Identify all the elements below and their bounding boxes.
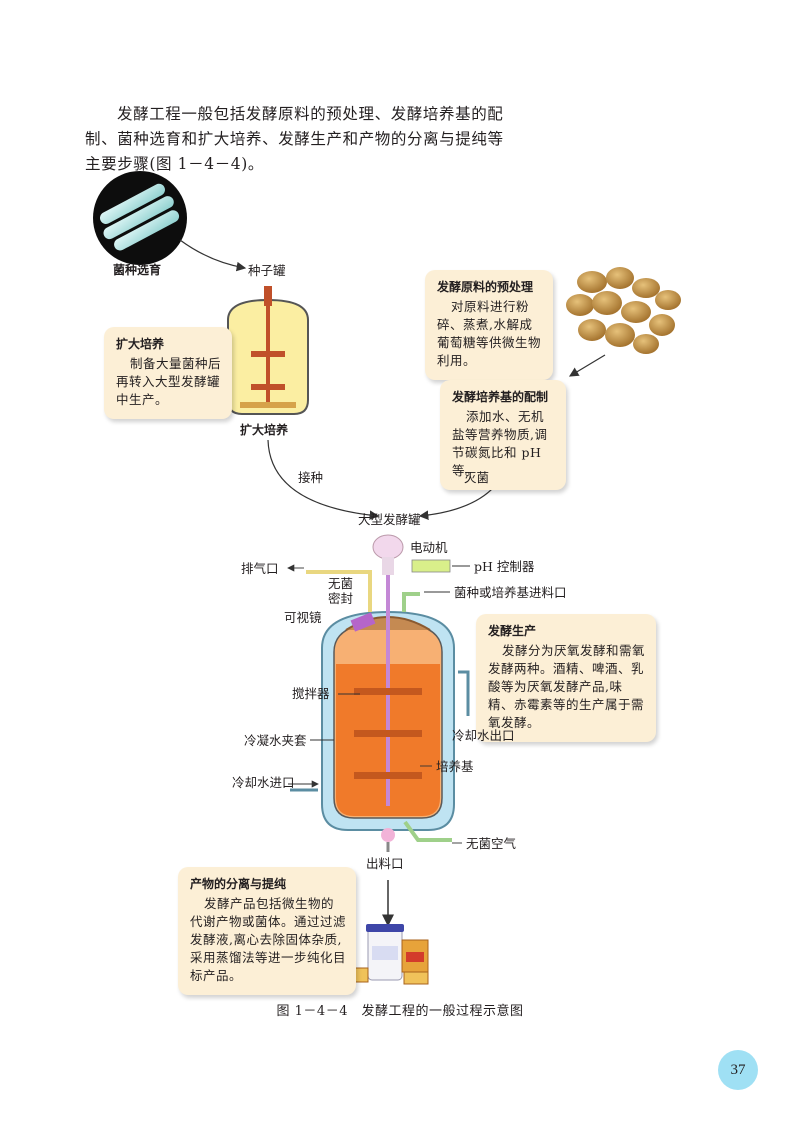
label-sight-glass: 可视镜 (284, 610, 322, 625)
product-containers (345, 924, 429, 985)
page-number: 37 (718, 1050, 758, 1090)
large-fermenter (290, 534, 470, 852)
figure-caption: 图 1－4－4 发酵工程的一般过程示意图 (276, 1004, 524, 1019)
box-title: 发酵原料的预处理 (437, 280, 534, 294)
label-expansion-caption: 扩大培养 (240, 423, 289, 437)
box-production: 发酵生产 发酵分为厌氧发酵和需氧发酵两种。酒精、啤酒、乳酸等为厌氧发酵产品,味精… (476, 614, 656, 742)
label-seed-tank: 种子罐 (248, 263, 286, 278)
label-ph-controller: pH 控制器 (474, 559, 535, 574)
label-inoculation: 接种 (298, 470, 324, 485)
box-body: 发酵产品包括微生物的代谢产物或菌体。通过过滤发酵液,离心去除固体杂质,采用蒸馏法… (190, 896, 347, 983)
seed-tank (227, 286, 309, 415)
box-separation: 产物的分离与提纯 发酵产品包括微生物的代谢产物或菌体。通过过滤发酵液,离心去除固… (178, 867, 356, 995)
box-body: 添加水、无机盐等营养物质,调节碳氮比和 pH 等。 (452, 409, 548, 478)
label-big-fermenter: 大型发酵罐 (358, 512, 421, 527)
box-title: 扩大培养 (116, 337, 165, 351)
label-exhaust: 排气口 (241, 561, 279, 576)
box-body: 发酵分为厌氧发酵和需氧发酵两种。酒精、啤酒、乳酸等为厌氧发酵产品,味精、赤霉素等… (488, 643, 646, 730)
box-body: 对原料进行粉碎、蒸煮,水解成葡萄糖等供微生物利用。 (437, 299, 542, 368)
box-title: 产物的分离与提纯 (190, 877, 287, 891)
label-inlet: 菌种或培养基进料口 (454, 585, 567, 600)
intro-paragraph: 发酵工程一般包括发酵原料的预处理、发酵培养基的配制、菌种选育和扩大培养、发酵生产… (85, 105, 504, 173)
label-medium: 培养基 (436, 759, 474, 774)
label-cooling-out: 冷却水出口 (452, 728, 515, 743)
label-motor: 电动机 (410, 540, 448, 555)
box-title: 发酵生产 (488, 624, 537, 638)
box-body: 制备大量菌种后再转入大型发酵罐中生产。 (116, 356, 222, 407)
box-medium-prep: 发酵培养基的配制 添加水、无机盐等营养物质,调节碳氮比和 pH 等。 (440, 380, 566, 490)
label-sterilization: 灭菌 (464, 470, 490, 485)
label-sterile-air: 无菌空气 (466, 836, 517, 851)
label-stirrer: 搅拌器 (292, 686, 330, 701)
strain-culture-photo (93, 171, 187, 265)
label-cooling-in: 冷却水进口 (232, 775, 295, 790)
box-expansion: 扩大培养 制备大量菌种后再转入大型发酵罐中生产。 (104, 327, 232, 419)
label-outlet: 出料口 (366, 856, 404, 871)
raw-material-potatoes (566, 267, 681, 354)
label-strain-selection: 菌种选育 (113, 263, 162, 277)
leader-lines (287, 564, 470, 844)
box-pretreatment: 发酵原料的预处理 对原料进行粉碎、蒸煮,水解成葡萄糖等供微生物利用。 (425, 270, 553, 380)
box-title: 发酵培养基的配制 (452, 390, 549, 404)
label-jacket: 冷凝水夹套 (244, 733, 307, 748)
label-sterile-seal: 无菌 密封 (328, 576, 354, 606)
